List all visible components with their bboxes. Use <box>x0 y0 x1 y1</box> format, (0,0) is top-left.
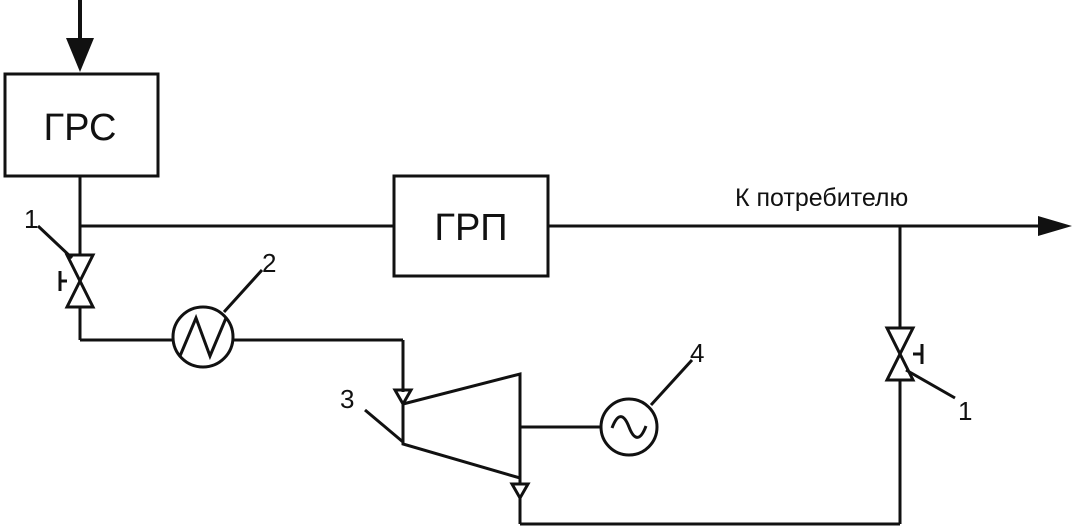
callout-heater: 2 <box>262 248 276 278</box>
callout-valve-right: 1 <box>958 396 972 426</box>
pipe-heater-to-turbine <box>233 338 414 408</box>
pipe-turbine-outlet <box>509 380 902 526</box>
valve-left-icon <box>58 226 96 340</box>
callout-line-generator <box>649 358 694 407</box>
grs-block: ГРС <box>3 72 160 178</box>
callout-generator: 4 <box>690 338 704 368</box>
callout-line-heater <box>222 268 264 314</box>
grp-block: ГРП <box>392 174 550 278</box>
heater-icon <box>171 305 235 369</box>
consumer-label: К потребителю <box>735 184 908 212</box>
valve-right-icon <box>884 226 924 382</box>
grp-label: ГРП <box>434 207 507 249</box>
inlet-arrow <box>66 0 94 72</box>
callout-valve-left: 1 <box>24 204 38 234</box>
callout-line-turbine <box>364 408 404 444</box>
grs-label: ГРС <box>44 107 117 149</box>
callout-line-valve-left <box>36 224 74 260</box>
callout-line-valve-right <box>905 368 956 400</box>
callout-turbine: 3 <box>340 384 354 414</box>
generator-icon <box>599 397 659 457</box>
pipe-to-consumer <box>548 216 1072 236</box>
turbine-icon <box>401 372 522 480</box>
